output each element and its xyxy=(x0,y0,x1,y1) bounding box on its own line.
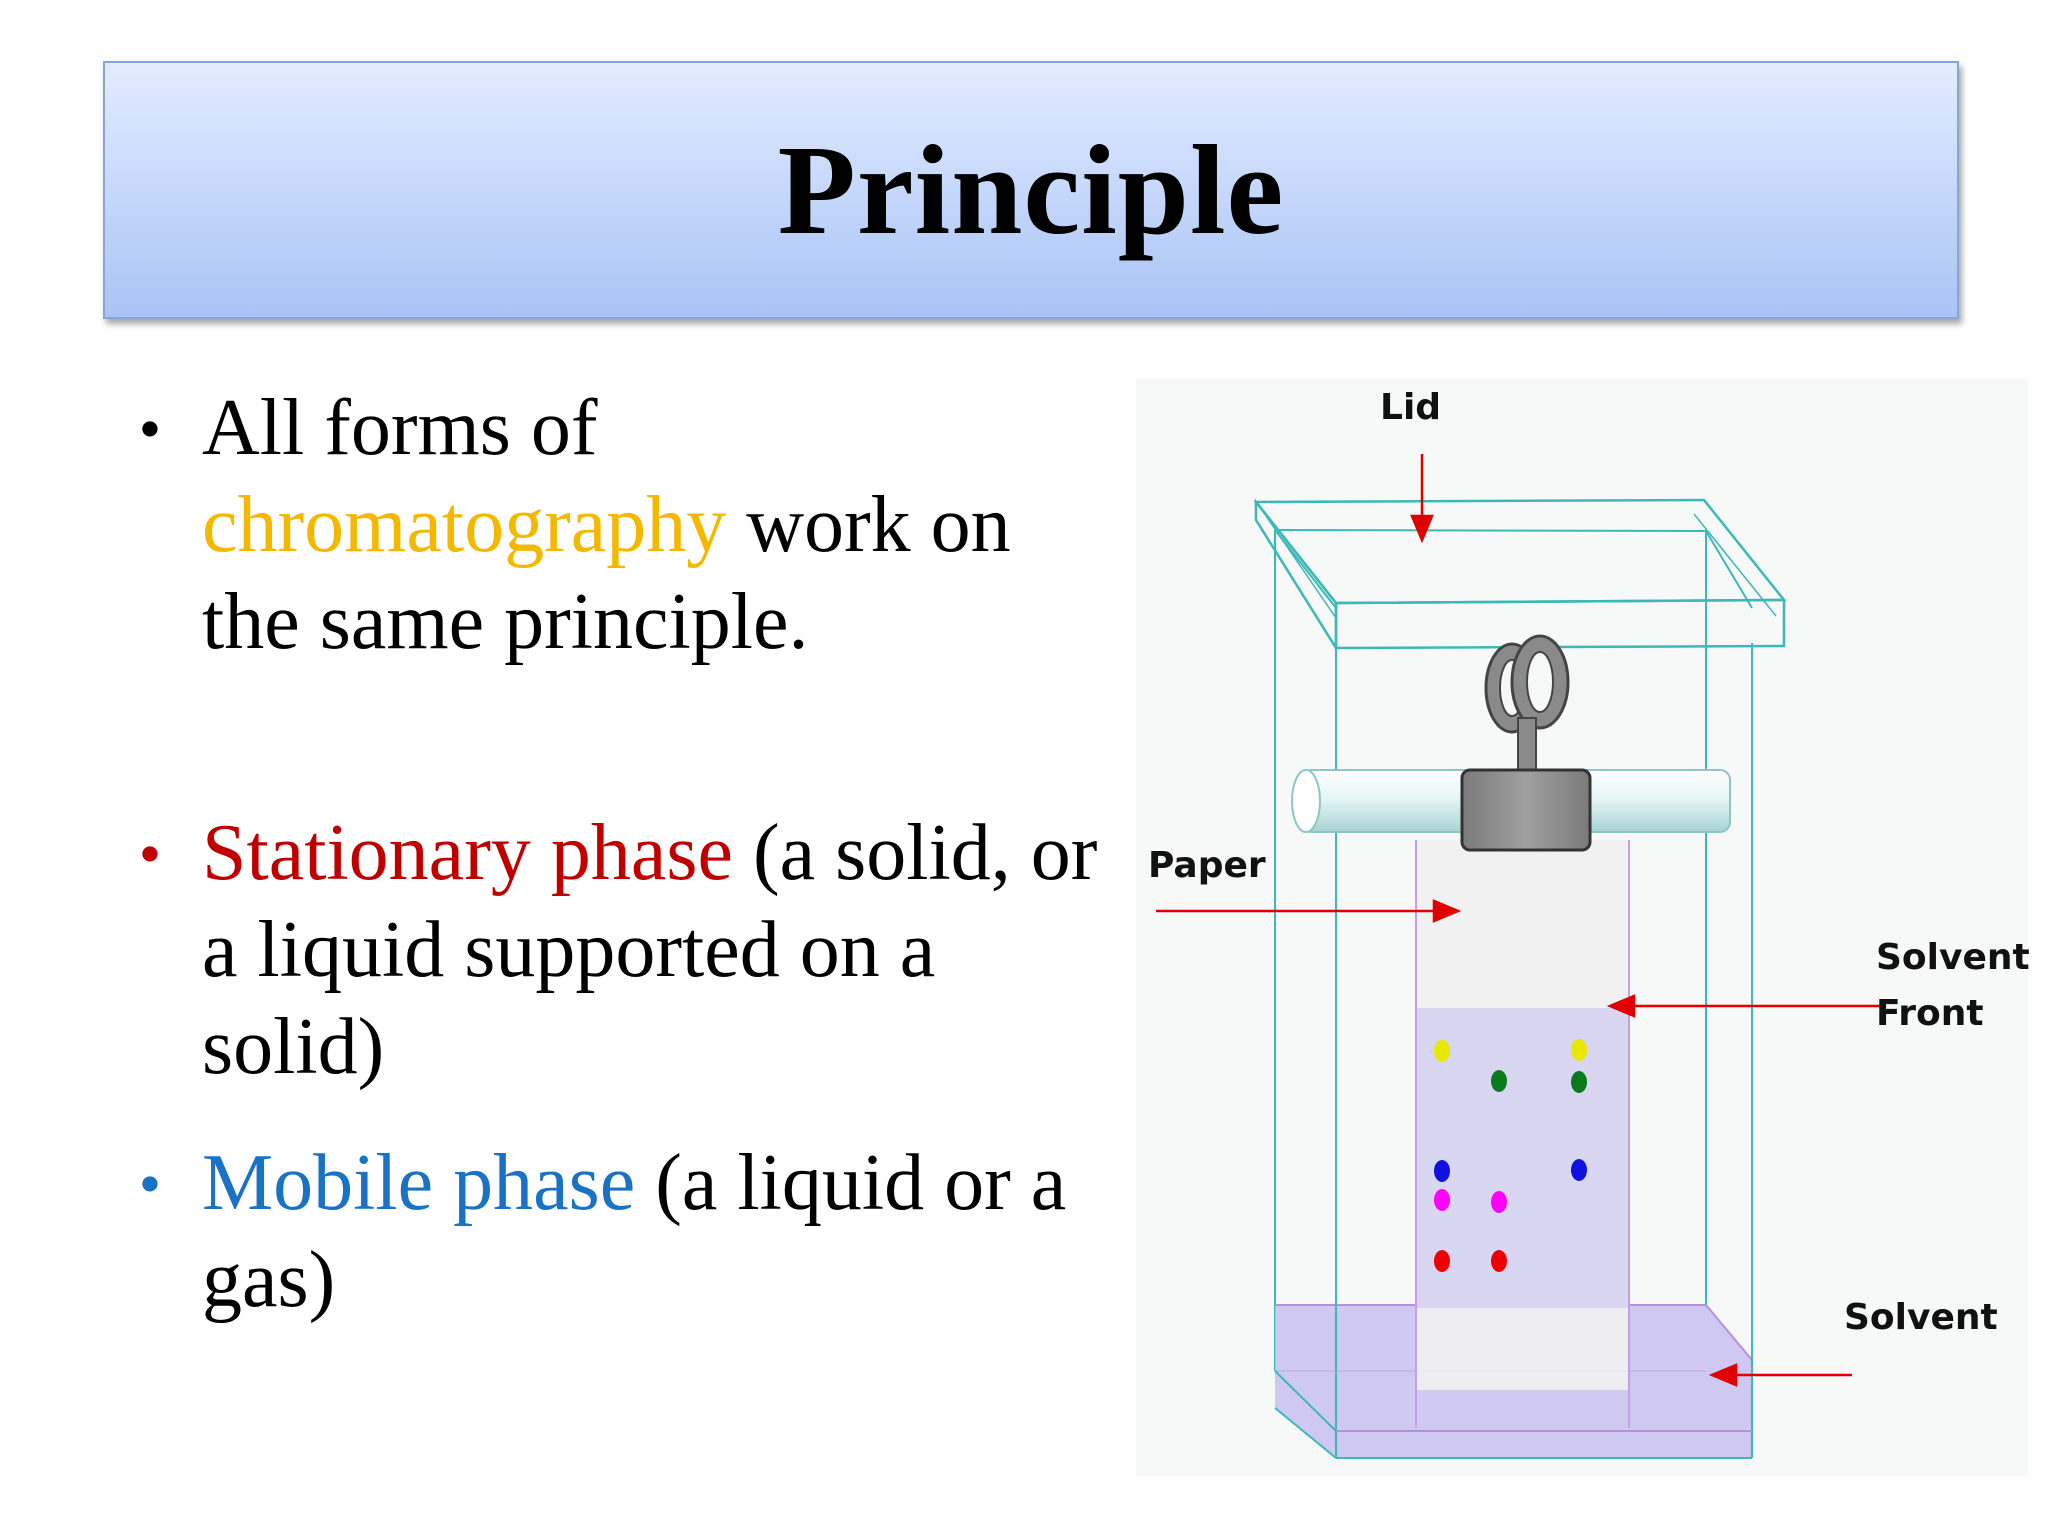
label-solvent-front-line1: Solvent xyxy=(1876,937,2030,978)
label-paper: Paper xyxy=(1148,845,1266,886)
paper-strip xyxy=(1415,840,1630,1428)
label-lid: Lid xyxy=(1380,387,1442,428)
label-solvent: Solvent xyxy=(1844,1297,1998,1338)
sample-spot xyxy=(1571,1039,1587,1061)
bullet-marker: • xyxy=(138,393,162,464)
chromatography-tank-illustration xyxy=(1156,454,1884,1459)
bullet-text: Stationary phase (a solid, or a liquid s… xyxy=(202,809,1098,1091)
chromatography-diagram: Lid Paper Solvent Front Solvent xyxy=(1136,378,2030,1476)
bullet-marker: • xyxy=(138,818,162,889)
sample-spots xyxy=(1434,1039,1587,1272)
bullet-text: Mobile phase (a liquid or a gas) xyxy=(202,1139,1067,1324)
lid-arrowhead xyxy=(1410,514,1434,544)
title-bar: Principle xyxy=(103,61,1959,319)
label-arrows xyxy=(1156,454,1884,1387)
sample-spot xyxy=(1434,1250,1450,1272)
sample-spot xyxy=(1491,1250,1507,1272)
sample-spot xyxy=(1491,1070,1507,1092)
sample-spot xyxy=(1491,1191,1507,1213)
bullet-marker: • xyxy=(138,1148,162,1219)
sample-spot xyxy=(1571,1071,1587,1093)
page-title: Principle xyxy=(777,119,1285,261)
sample-spot xyxy=(1434,1160,1450,1182)
binder-clip xyxy=(1460,634,1592,852)
sample-spot xyxy=(1434,1040,1450,1062)
sample-spot xyxy=(1571,1159,1587,1181)
solvent-arrowhead xyxy=(1708,1363,1738,1387)
lid xyxy=(1253,498,1787,653)
label-solvent-front-line2: Front xyxy=(1876,993,1984,1034)
sample-spot xyxy=(1434,1189,1450,1211)
paper-arrowhead xyxy=(1432,899,1462,923)
bullet-text: All forms of chromatography work on the … xyxy=(202,384,1011,666)
solvent-front-arrowhead xyxy=(1606,994,1636,1018)
